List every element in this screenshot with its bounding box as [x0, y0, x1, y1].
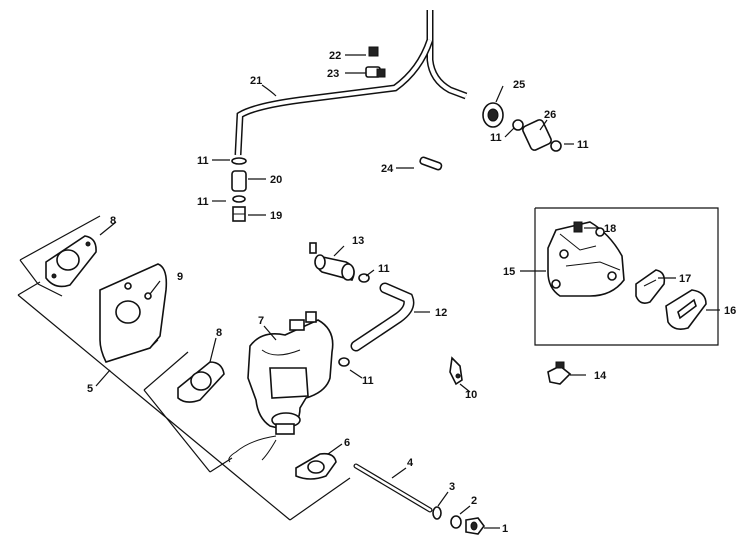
- assembly-bracket-5: [17, 215, 351, 521]
- fitting-part: [365, 46, 386, 78]
- fuel-line-part: [234, 10, 468, 156]
- callout-15: 15: [503, 266, 515, 278]
- callout-3: 3: [449, 481, 455, 493]
- callout-22: 22: [329, 50, 341, 62]
- callout-11b: 11: [577, 139, 589, 151]
- gasket-part-8b: [177, 361, 225, 403]
- washer-part-2: [450, 515, 462, 529]
- nut-part-1: [465, 517, 485, 535]
- callout-5: 5: [87, 383, 93, 395]
- callout-2: 2: [471, 495, 477, 507]
- callout-25: 25: [513, 79, 525, 91]
- intake-plate-part-9: [99, 263, 168, 363]
- callout-1: 1: [502, 523, 508, 535]
- lockwasher-part-3: [432, 506, 442, 520]
- callout-12: 12: [435, 307, 447, 319]
- pin-part: [419, 156, 443, 171]
- hose-part-12: [350, 282, 415, 352]
- callout-24: 24: [381, 163, 394, 175]
- connector-stack-part: [231, 157, 247, 222]
- leader-lines: [95, 54, 720, 529]
- fuel-filter-part-13: [309, 242, 355, 281]
- stud-part-4: [353, 463, 433, 513]
- callout-20: 20: [270, 174, 282, 186]
- fuel-pump-box: [534, 207, 719, 346]
- callout-labels: 22 23 21 25 26 11 11 11 20 11 19 24 8 9 …: [87, 50, 736, 535]
- callout-11c: 11: [197, 155, 209, 167]
- callout-19: 19: [270, 210, 282, 222]
- callout-23: 23: [327, 68, 339, 80]
- callout-26: 26: [544, 109, 556, 121]
- callout-11e: 11: [362, 375, 374, 387]
- callout-16: 16: [724, 305, 736, 317]
- callout-18: 18: [604, 223, 616, 235]
- pulse-fitting-part: [482, 102, 562, 152]
- gasket-part-8a: [45, 235, 97, 288]
- callout-7: 7: [258, 315, 264, 327]
- callout-10: 10: [465, 389, 477, 401]
- callout-21: 21: [250, 75, 262, 87]
- callout-11f: 11: [197, 196, 209, 208]
- callout-4: 4: [407, 457, 414, 469]
- callout-11a: 11: [490, 132, 502, 144]
- callout-9: 9: [177, 271, 183, 283]
- gasket-part-6: [295, 452, 337, 480]
- callout-6b: 6: [344, 437, 350, 449]
- callout-8b: 8: [216, 327, 222, 339]
- fuel-pump-part-15: [547, 221, 625, 297]
- callout-14: 14: [594, 370, 607, 382]
- fitting-part-14: [547, 361, 572, 385]
- callout-11d: 11: [378, 263, 390, 275]
- diaphragm-part-17: [635, 269, 666, 304]
- clamp-part-11e: [338, 357, 350, 367]
- gasket-part-16: [665, 289, 707, 330]
- clip-part-10: [449, 356, 463, 386]
- carburetor-part-7: [228, 311, 334, 463]
- callout-13: 13: [352, 235, 364, 247]
- callout-17: 17: [679, 273, 691, 285]
- callout-8a: 8: [110, 215, 116, 227]
